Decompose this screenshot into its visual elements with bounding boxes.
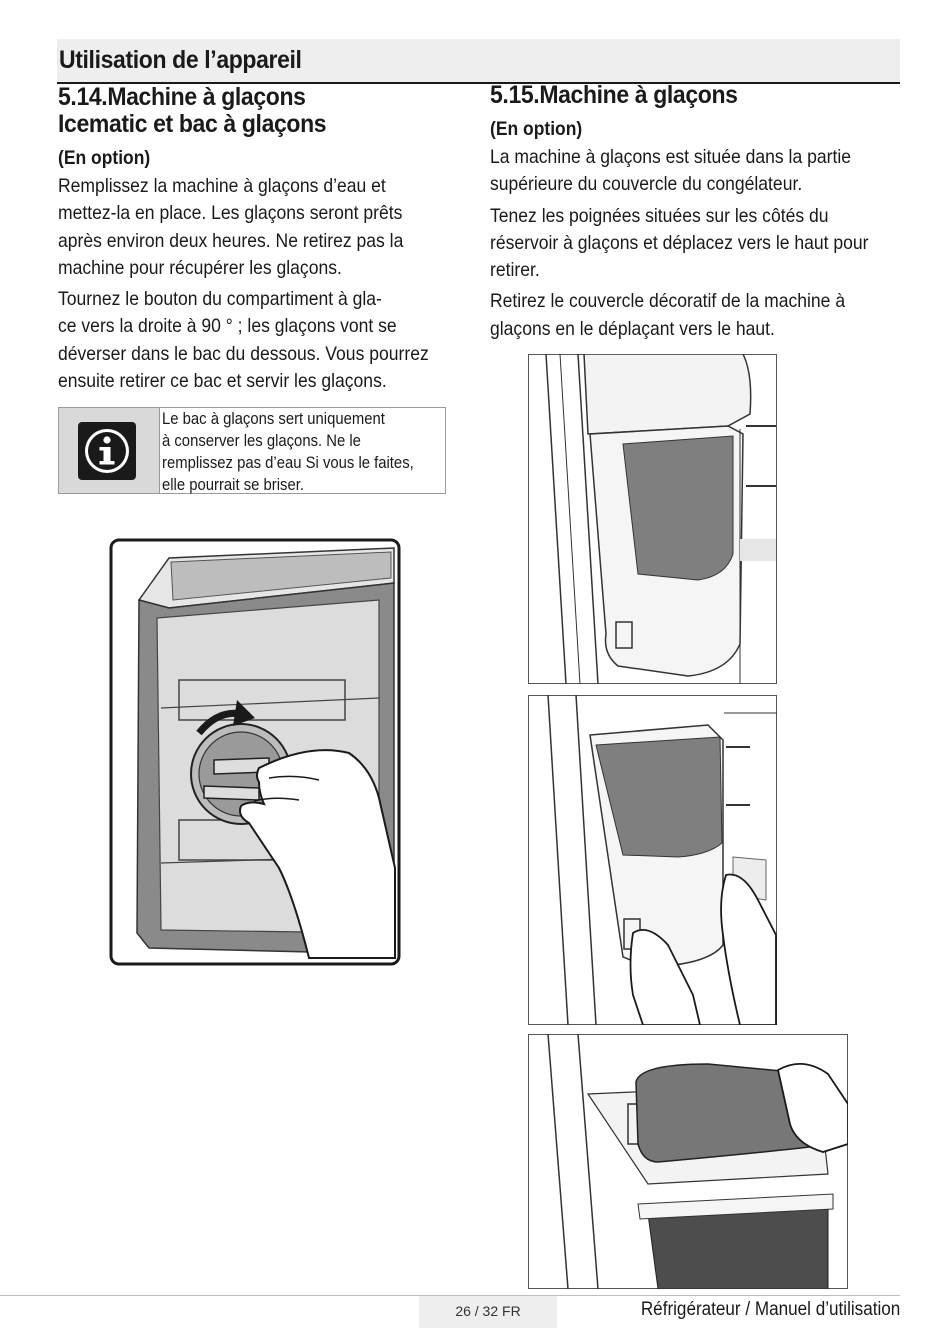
info-note: Le bac à glaçons sert uniquement à conse…	[58, 407, 446, 494]
text-line: remplissez pas d’eau Si vous le faites,	[162, 454, 414, 472]
section-5-15-title: 5.15.Machine à glaçons	[490, 81, 738, 109]
info-note-icon-box	[59, 408, 160, 493]
page-header-title: Utilisation de l’appareil	[59, 46, 302, 74]
decorative-cover-removal-illustration	[528, 1034, 848, 1289]
text-line: après environ deux heures. Ne retirez pa…	[58, 229, 404, 252]
info-icon	[78, 422, 136, 480]
section-5-15-paragraph-2: Tenez les poignées situées sur les côtés…	[490, 203, 900, 285]
section-5-14-option: (En option)	[58, 148, 151, 169]
text-line: machine pour récupérer les glaçons.	[58, 256, 342, 279]
section-5-14-paragraph-2: Tournez le bouton du compartiment à gla-…	[58, 286, 448, 395]
page-header: Utilisation de l’appareil	[57, 39, 900, 84]
text-line: Retirez le couvercle décoratif de la mac…	[490, 290, 846, 313]
section-5-15: 5.15.Machine à glaçons (En option) La ma…	[490, 82, 900, 347]
text-line: à conserver les glaçons. Ne le	[162, 432, 361, 450]
ice-bucket-removal-illustration	[528, 695, 777, 1025]
text-line: supérieure du couvercle du congélateur.	[490, 173, 803, 196]
ice-maker-location-illustration	[528, 354, 777, 684]
text-line: ce vers la droite à 90 ° ; les glaçons v…	[58, 315, 397, 338]
section-5-14-paragraph-1: Remplissez la machine à glaçons d’eau et…	[58, 173, 448, 282]
text-line: Tenez les poignées situées sur les côtés…	[490, 204, 829, 227]
text-line: retirer.	[490, 259, 540, 282]
section-5-14-title-line-1: 5.14.Machine à glaçons	[58, 83, 306, 111]
manual-title: Réfrigérateur / Manuel d’utilisation	[640, 1299, 900, 1320]
text-line: Tournez le bouton du compartiment à gla-	[58, 288, 382, 311]
page-number-box: 26 / 32 FR	[419, 1296, 557, 1328]
section-5-14-title: 5.14.Machine à glaçons Icematic et bac à…	[58, 84, 417, 138]
info-note-text: Le bac à glaçons sert uniquement à conse…	[162, 408, 459, 496]
footer-rule	[0, 1295, 900, 1296]
text-line: ensuite retirer ce bac et servir les gla…	[58, 370, 387, 393]
section-5-14: 5.14.Machine à glaçons Icematic et bac à…	[58, 84, 448, 399]
icematic-knob-illustration	[109, 538, 401, 966]
text-line: mettez-la en place. Les glaçons seront p…	[58, 202, 403, 225]
text-line: Le bac à glaçons sert uniquement	[162, 410, 385, 428]
text-line: réservoir à glaçons et déplacez vers le …	[490, 231, 869, 254]
page-number: 26 / 32 FR	[455, 1303, 521, 1319]
section-5-15-paragraph-3: Retirez le couvercle décoratif de la mac…	[490, 288, 900, 343]
text-line: déverser dans le bac du dessous. Vous po…	[58, 342, 429, 365]
section-5-15-paragraph-1: La machine à glaçons est située dans la …	[490, 144, 900, 199]
text-line: glaçons en le déplaçant vers le haut.	[490, 317, 775, 340]
text-line: Remplissez la machine à glaçons d’eau et	[58, 175, 386, 197]
text-line: elle pourrait se briser.	[162, 476, 304, 494]
section-5-15-option: (En option)	[490, 119, 583, 140]
section-5-14-title-line-2: Icematic et bac à glaçons	[58, 110, 327, 138]
text-line: La machine à glaçons est située dans la …	[490, 146, 851, 168]
